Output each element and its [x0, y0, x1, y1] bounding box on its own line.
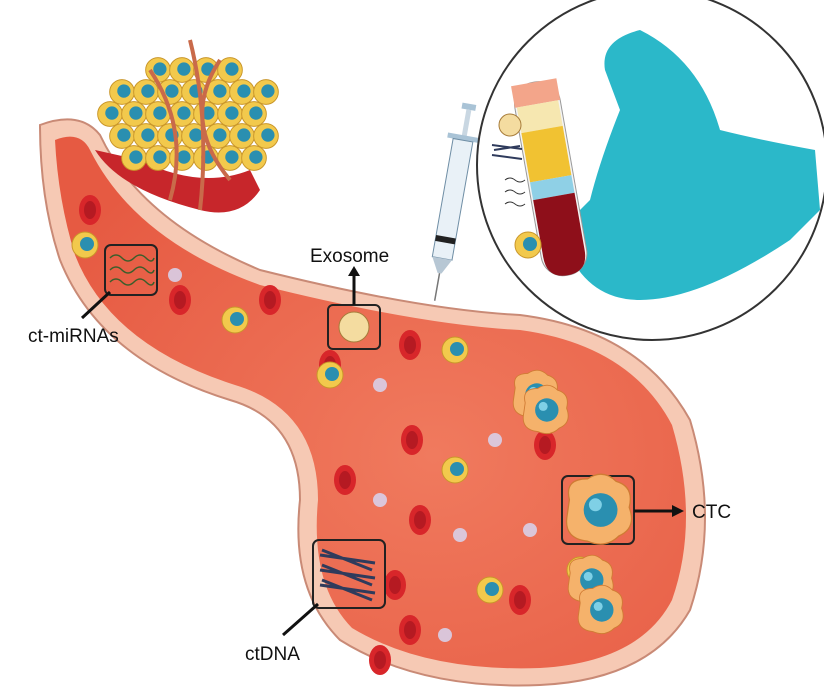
vesicle [438, 628, 452, 642]
tumor-cell [241, 145, 267, 171]
tumor-cell [169, 145, 195, 171]
tumor-cell [229, 123, 255, 149]
red-blood-cell [79, 195, 101, 225]
blood-cell [476, 576, 504, 604]
red-blood-cell [534, 430, 556, 460]
exosome-callout [327, 266, 381, 350]
blood-tube [511, 78, 588, 277]
circulating-tumor-cell [577, 584, 624, 635]
blood-draw-inset [476, 0, 824, 341]
blood-cell [71, 231, 99, 259]
tumor-cell [157, 123, 183, 149]
syringe [431, 102, 480, 301]
red-blood-cell [384, 570, 406, 600]
red-blood-cell [399, 330, 421, 360]
tumor-cell [253, 123, 279, 149]
blood-cell [441, 456, 469, 484]
tumor-cell [253, 79, 279, 105]
tumor-cell [145, 145, 171, 171]
vesicle [523, 523, 537, 537]
red-blood-cell [401, 425, 423, 455]
tumor-cell [133, 123, 159, 149]
label-exosome: Exosome [310, 246, 389, 267]
tumor-cell [121, 145, 147, 171]
vesicle [488, 433, 502, 447]
red-blood-cell [169, 285, 191, 315]
tumor-cell [169, 57, 195, 83]
label-ctdna: ctDNA [245, 644, 300, 665]
gloved-hand [560, 30, 820, 300]
vesicle [373, 493, 387, 507]
tumor-mass [95, 39, 279, 213]
vesicle [168, 268, 182, 282]
tumor-cell [193, 101, 219, 127]
tumor-cell [133, 79, 159, 105]
red-blood-cell [509, 585, 531, 615]
blood-cell [221, 306, 249, 334]
ctc-callout [561, 473, 684, 545]
vesicle [373, 378, 387, 392]
red-blood-cell [409, 505, 431, 535]
tumor-cell [241, 101, 267, 127]
tumor-cell [121, 101, 147, 127]
tumor-cell [97, 101, 123, 127]
ctdna-callout [282, 539, 386, 637]
tumor-cell [229, 79, 255, 105]
blood-cell [316, 361, 344, 389]
tumor-cell [217, 101, 243, 127]
tumor-cell [145, 57, 171, 83]
red-blood-cell [259, 285, 281, 315]
vesicle [453, 528, 467, 542]
red-blood-cell [399, 615, 421, 645]
blood-cell [441, 336, 469, 364]
red-blood-cell [369, 645, 391, 675]
tumor-cell [109, 123, 135, 149]
tumor-cell [109, 79, 135, 105]
label-ct-mirnas: ct-miRNAs [28, 326, 119, 347]
label-ctc: CTC [692, 502, 731, 523]
circulating-tumor-cell [522, 384, 569, 435]
red-blood-cell [334, 465, 356, 495]
ct-mirnas-callout [80, 244, 158, 320]
